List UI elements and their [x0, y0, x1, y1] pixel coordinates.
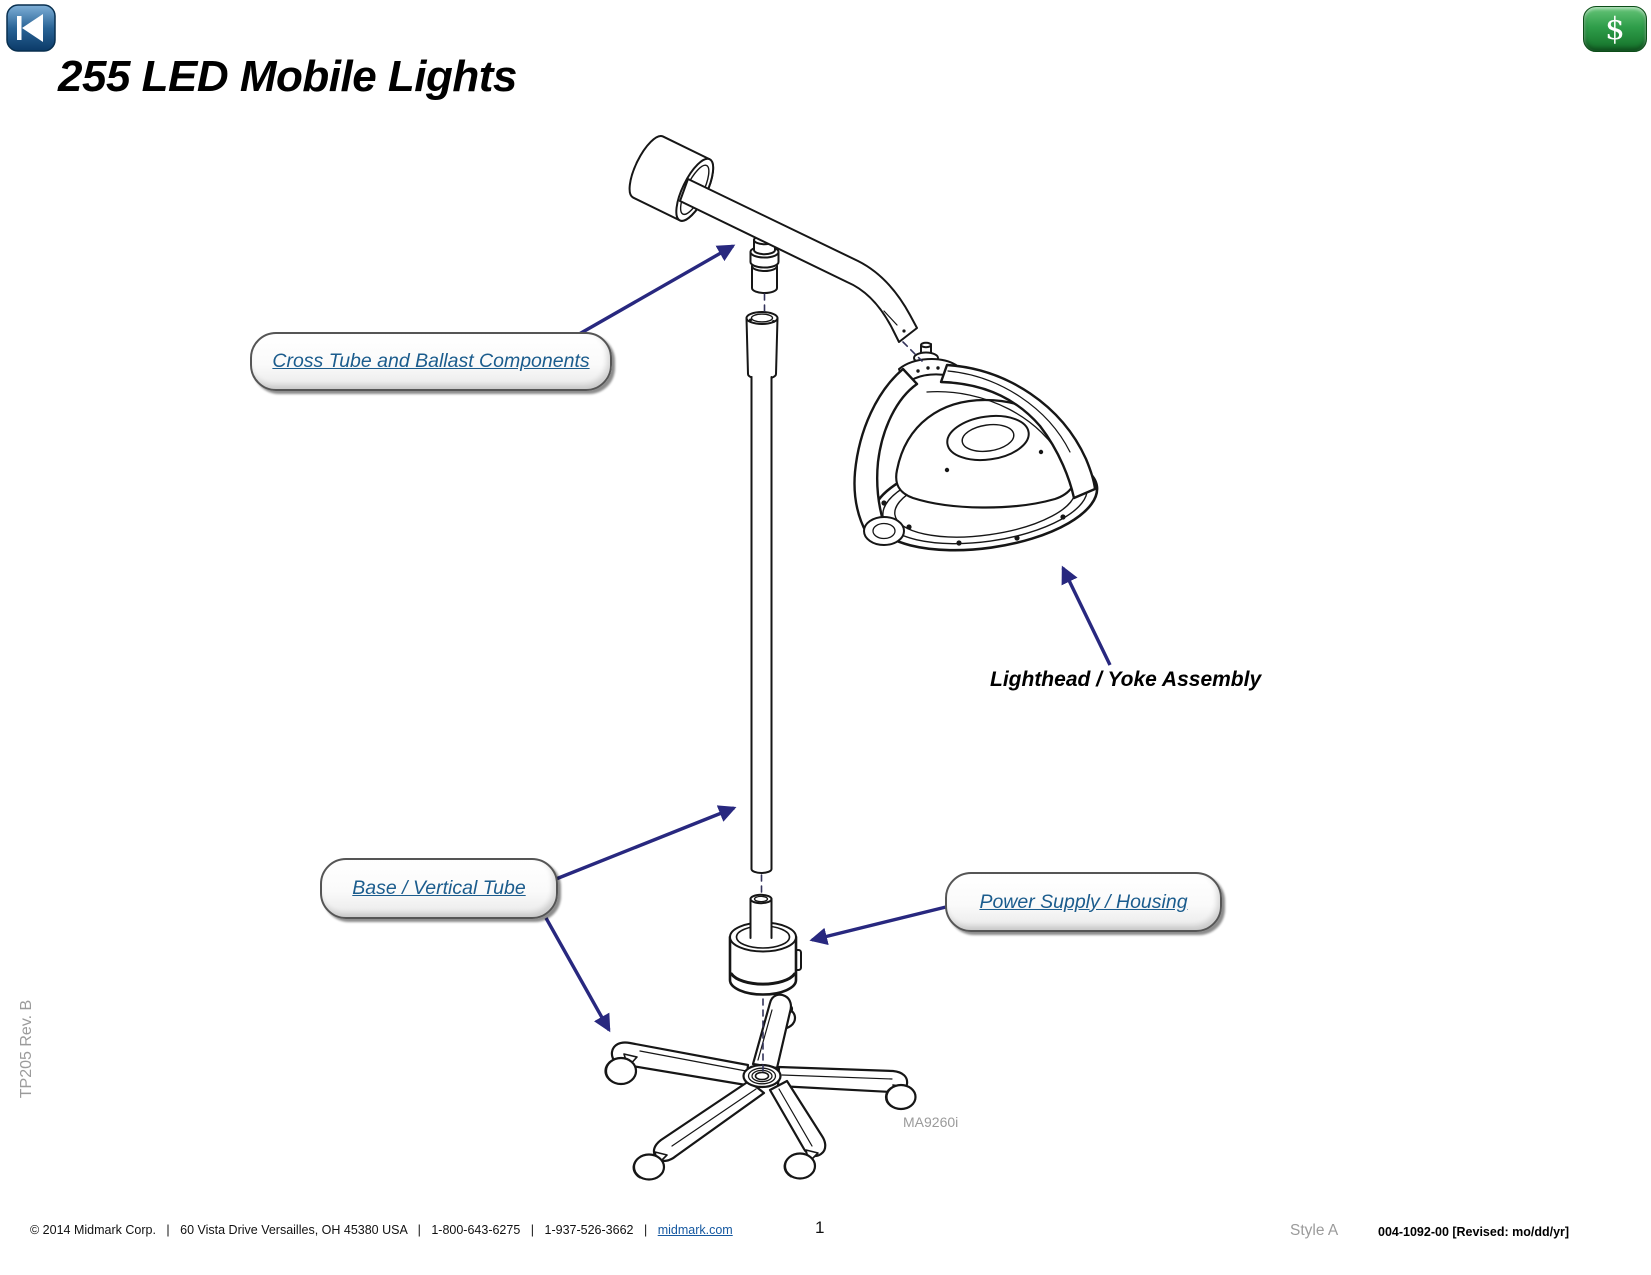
skip-back-icon — [6, 4, 56, 52]
page-number: 1 — [815, 1218, 825, 1237]
arrow-cross-tube — [559, 244, 736, 347]
footer-address: 60 Vista Drive Versailles, OH 45380 USA — [180, 1223, 408, 1237]
doc-revision-code: TP205 Rev. B — [18, 999, 35, 1099]
lighthead-assembly — [853, 341, 1099, 552]
arrow-base — [544, 917, 611, 1033]
footer-copyright: © 2014 Midmark Corp. — [30, 1223, 156, 1237]
cross-tube-callout-label: Cross Tube and Ballast Components — [272, 350, 590, 372]
footer-separator: | — [530, 1223, 535, 1237]
base-vertical-tube-callout-label: Base / Vertical Tube — [352, 877, 526, 899]
part-revision-label: 004-1092-00 [Revised: mo/dd/yr] — [1378, 1225, 1570, 1239]
back-button[interactable] — [6, 4, 56, 52]
footer-separator: | — [417, 1223, 421, 1237]
footer-separator: | — [643, 1223, 648, 1237]
caster-base — [604, 993, 917, 1181]
pricing-button[interactable]: $ — [1583, 6, 1647, 52]
dollar-icon: $ — [1605, 11, 1625, 47]
figure-code: MA9260i — [903, 1114, 959, 1130]
power-supply-housing — [728, 893, 802, 996]
vertical-tube — [745, 311, 779, 874]
arrow-power-supply — [809, 905, 947, 945]
arrow-vertical-tube — [555, 805, 737, 881]
cross-tube-callout-button[interactable]: Cross Tube and Ballast Components — [250, 332, 612, 391]
footer-separator: | — [166, 1223, 170, 1237]
footer-info: © 2014 Midmark Corp. | 60 Vista Drive Ve… — [30, 1223, 733, 1237]
power-supply-callout-label: Power Supply / Housing — [979, 890, 1188, 913]
cross-tube — [679, 178, 918, 343]
arrow-lighthead — [1061, 565, 1112, 666]
lighthead-yoke-label: Lighthead / Yoke Assembly — [990, 668, 1262, 691]
footer-phone-toll-free: 1-800-643-6275 — [431, 1223, 521, 1237]
website-link[interactable]: midmark.com — [657, 1223, 733, 1237]
footer-phone-local: 1-937-526-3662 — [544, 1223, 634, 1237]
callout-arrows — [544, 244, 1112, 1033]
page-title: 255 LED Mobile Lights — [58, 52, 517, 101]
style-label: Style A — [1290, 1222, 1339, 1239]
power-supply-callout-button[interactable]: Power Supply / Housing — [945, 872, 1222, 932]
base-vertical-tube-callout-button[interactable]: Base / Vertical Tube — [320, 858, 558, 919]
alignment-dashes — [760, 293, 923, 1076]
